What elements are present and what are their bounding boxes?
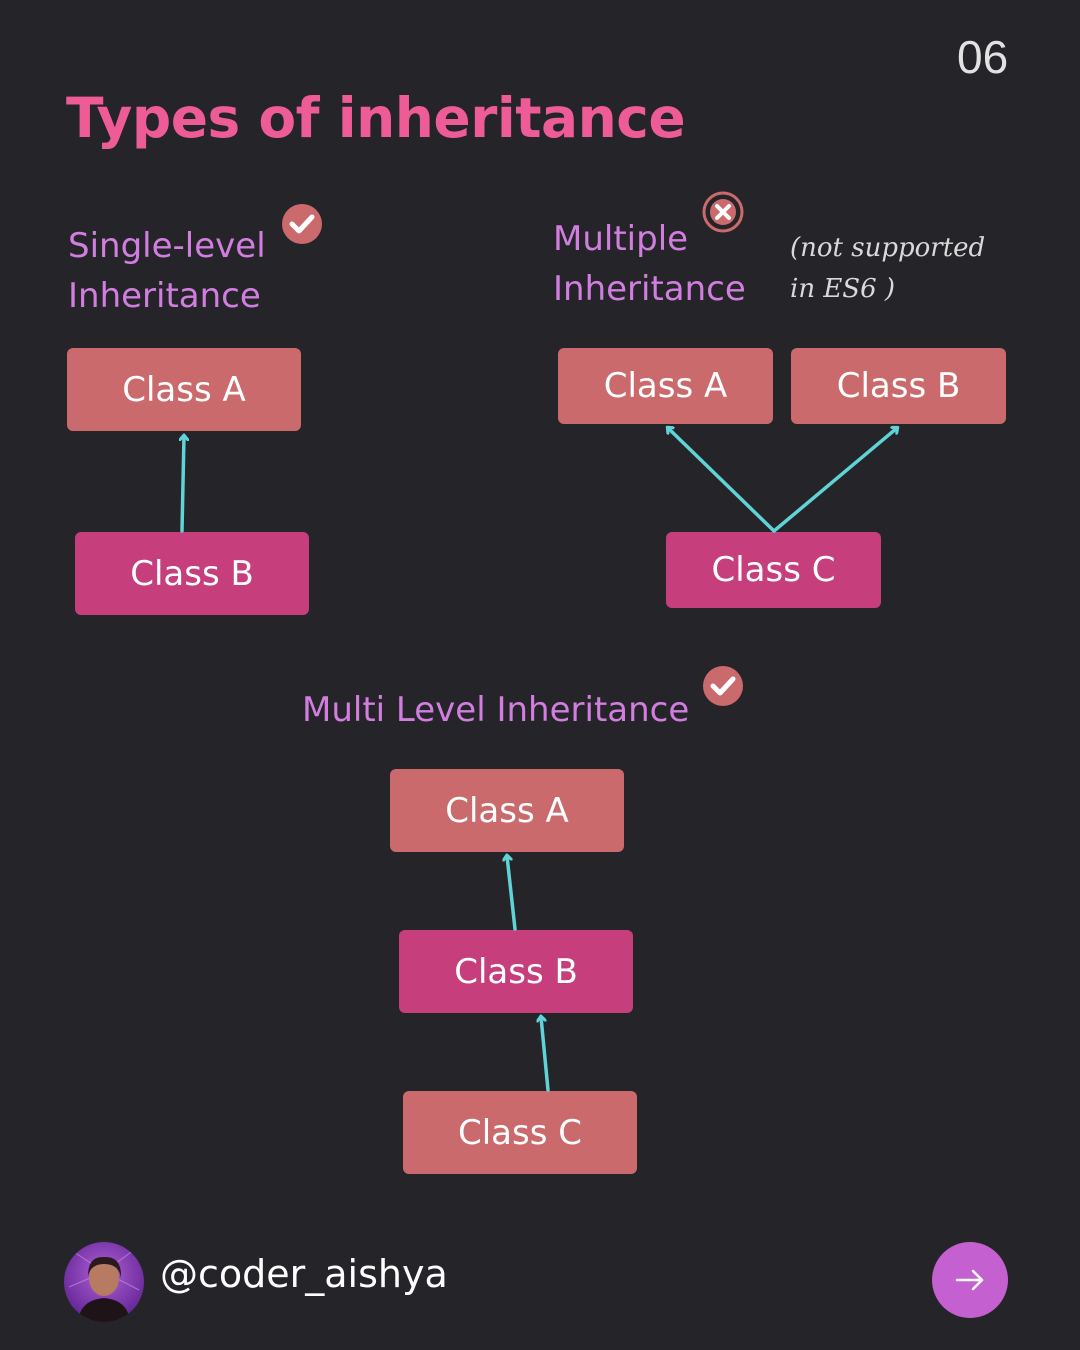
single-class-a-box: Class A — [67, 348, 301, 431]
single-class-b-box: Class B — [75, 532, 309, 615]
single-level-label-line2: Inheritance — [68, 276, 261, 316]
multiple-class-c-box: Class C — [666, 532, 881, 608]
username-handle[interactable]: @coder_aishya — [160, 1252, 448, 1296]
check-icon — [282, 204, 322, 244]
multiple-arrow-to-b — [772, 428, 897, 533]
arrow-right-icon — [955, 1269, 984, 1291]
cross-icon — [702, 191, 744, 233]
single-arrow — [182, 436, 184, 533]
profile-photo — [68, 1249, 140, 1322]
page-title: Types of inheritance — [66, 86, 686, 150]
note-line2: in ES6 ) — [790, 274, 896, 304]
multiple-class-b-box: Class B — [791, 348, 1006, 424]
multilevel-arrow-b-to-a — [507, 856, 517, 931]
multiple-label-line1: Multiple — [553, 219, 689, 259]
multilevel-arrow-c-to-b — [541, 1017, 550, 1092]
multilevel-class-a-box: Class A — [390, 769, 624, 852]
single-level-label: Single-level Inheritance — [68, 221, 266, 321]
check-icon — [703, 666, 743, 706]
note-line1: (not supported — [790, 233, 986, 263]
multilevel-class-b-box: Class B — [399, 930, 633, 1013]
avatar — [64, 1242, 144, 1322]
page-number: 06 — [957, 31, 1009, 83]
multiple-class-a-box: Class A — [558, 348, 773, 424]
single-level-label-line1: Single-level — [68, 226, 266, 266]
multiple-arrow-to-a — [668, 428, 776, 533]
multilevel-label: Multi Level Inheritance — [302, 690, 690, 730]
not-supported-note: (not supported in ES6 ) — [790, 228, 985, 310]
multilevel-class-c-box: Class C — [403, 1091, 637, 1174]
multiple-label-line2: Inheritance — [553, 269, 746, 309]
multiple-label: Multiple Inheritance — [553, 214, 746, 314]
next-button[interactable] — [932, 1242, 1008, 1318]
